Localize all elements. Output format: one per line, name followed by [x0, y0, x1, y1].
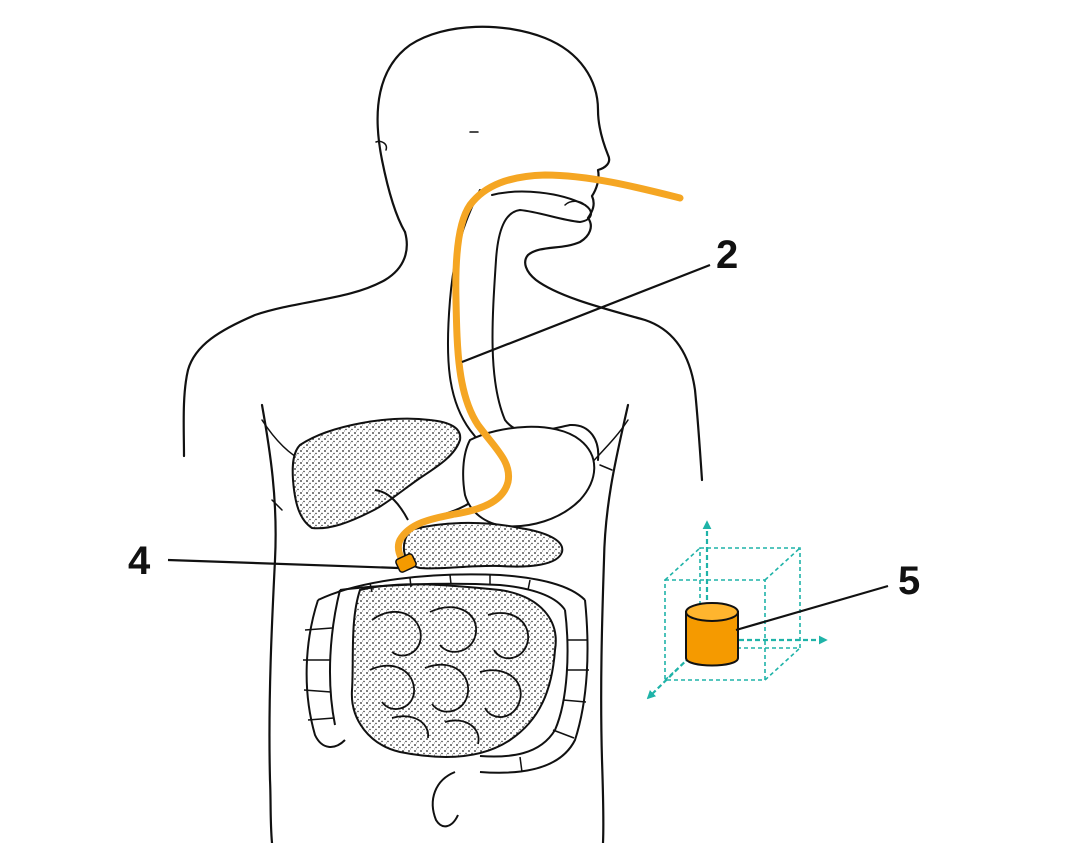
- endoscope-tube: [394, 171, 684, 569]
- leader-lines: [167, 263, 889, 632]
- label-2: 2: [716, 233, 738, 277]
- capsule: [685, 602, 739, 667]
- leader-line-4: [167, 558, 399, 570]
- intestine-coils: [369, 606, 529, 745]
- liver: [291, 417, 462, 530]
- torso-right-side: [600, 403, 630, 843]
- label-5: 5: [898, 559, 920, 603]
- body-outline: [182, 25, 704, 843]
- pancreas: [402, 521, 564, 570]
- colon-segments: [303, 574, 589, 773]
- gallbladder-duct: [374, 489, 409, 521]
- head-outline: [376, 25, 704, 482]
- left-shoulder-outline: [182, 230, 408, 458]
- label-4: 4: [128, 539, 151, 583]
- torso-left-side: [260, 403, 277, 843]
- axis-depth: [646, 639, 708, 700]
- leader-line-2: [461, 263, 711, 364]
- leader-line-5: [735, 584, 889, 632]
- stomach: [462, 425, 596, 528]
- endoscope-tip: [395, 553, 417, 573]
- large-intestine: [305, 573, 589, 828]
- small-intestine: [350, 583, 557, 758]
